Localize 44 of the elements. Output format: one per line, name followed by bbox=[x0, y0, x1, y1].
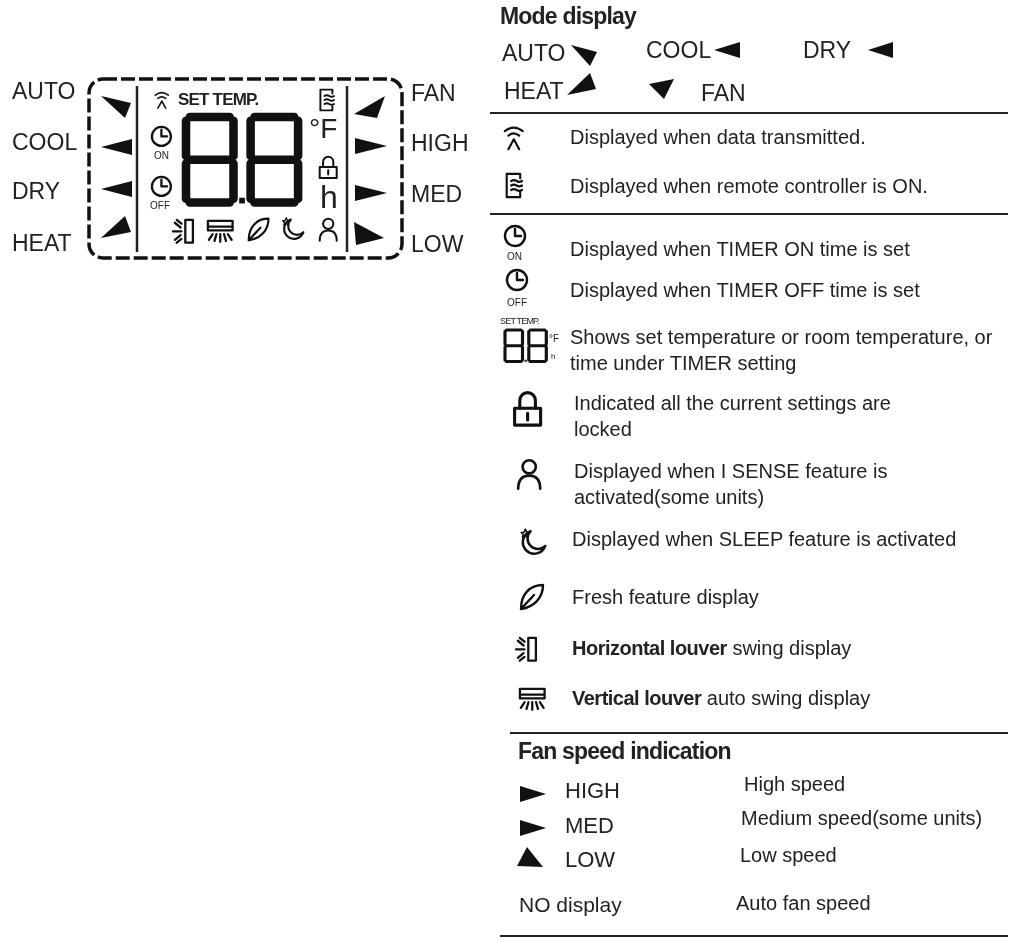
timer-label: ON bbox=[154, 150, 169, 162]
description: High speed bbox=[744, 772, 846, 796]
fan-speed-label: HIGH bbox=[411, 130, 469, 158]
mode-label: COOL bbox=[646, 37, 712, 65]
description: NO display bbox=[519, 892, 622, 918]
description: Displayed when I SENSE feature is activated(some units) bbox=[574, 459, 889, 510]
description: Low speed bbox=[740, 843, 837, 867]
timer-label: OFF bbox=[507, 297, 527, 309]
fan-speed-label: MED bbox=[411, 181, 463, 209]
description: Medium speed(some units) bbox=[741, 806, 983, 830]
description: Indicated all the current settings are locked bbox=[574, 391, 892, 442]
fan-speed-label: LOW bbox=[411, 231, 464, 259]
fan-speed-label: FAN bbox=[411, 80, 456, 108]
description: Displayed when TIMER OFF time is set bbox=[570, 278, 920, 302]
unit-label: °F bbox=[549, 333, 560, 345]
mode-label: AUTO bbox=[12, 78, 76, 106]
description: Shows set temperature or room temperature, or time under TIMER setting bbox=[570, 325, 994, 376]
timer-label: ON bbox=[507, 251, 522, 263]
mode-label: FAN bbox=[701, 80, 746, 108]
mode-label: AUTO bbox=[502, 40, 566, 68]
section-heading: Fan speed indication bbox=[518, 738, 731, 766]
unit-label: h bbox=[320, 178, 338, 217]
mode-label: DRY bbox=[12, 178, 61, 206]
description: Displayed when SLEEP feature is activated bbox=[572, 527, 957, 551]
mode-label: COOL bbox=[12, 129, 78, 157]
unit-label: °F bbox=[309, 112, 338, 146]
description: Displayed when remote controller is ON. bbox=[570, 174, 928, 198]
fan-speed-label: HIGH bbox=[565, 778, 620, 805]
mode-label: DRY bbox=[803, 37, 852, 65]
display-text: SET TEMP. bbox=[500, 316, 539, 327]
mode-label: HEAT bbox=[12, 230, 72, 258]
fan-speed-label: MED bbox=[565, 813, 614, 840]
mode-label: HEAT bbox=[504, 78, 564, 106]
fan-speed-label: LOW bbox=[565, 847, 616, 874]
description: Displayed when data transmitted. bbox=[570, 125, 866, 149]
description: Fresh feature display bbox=[572, 585, 759, 609]
section-heading: Mode display bbox=[500, 3, 637, 31]
timer-label: OFF bbox=[150, 200, 170, 212]
description: Vertical louver auto swing display bbox=[572, 686, 871, 710]
unit-label: h bbox=[551, 352, 556, 362]
description: Auto fan speed bbox=[736, 891, 871, 915]
description: Horizontal louver swing display bbox=[572, 636, 852, 660]
description: Displayed when TIMER ON time is set bbox=[570, 237, 910, 261]
display-text: SET TEMP. bbox=[178, 90, 259, 111]
